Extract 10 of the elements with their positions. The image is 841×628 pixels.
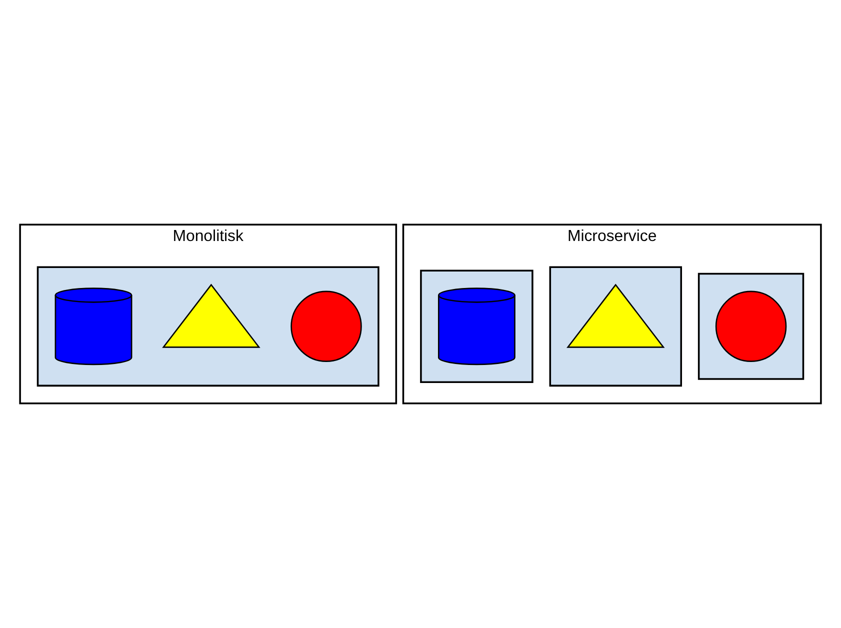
cluster [420,270,534,384]
node-circle [290,290,362,362]
cluster [36,266,380,387]
node-triangle [162,284,260,348]
cluster [698,272,804,380]
cluster: Microservice [402,224,822,404]
cluster [549,266,682,387]
cluster: Monolitisk [19,224,398,404]
node-circle [715,290,787,362]
node-triangle [566,284,665,348]
